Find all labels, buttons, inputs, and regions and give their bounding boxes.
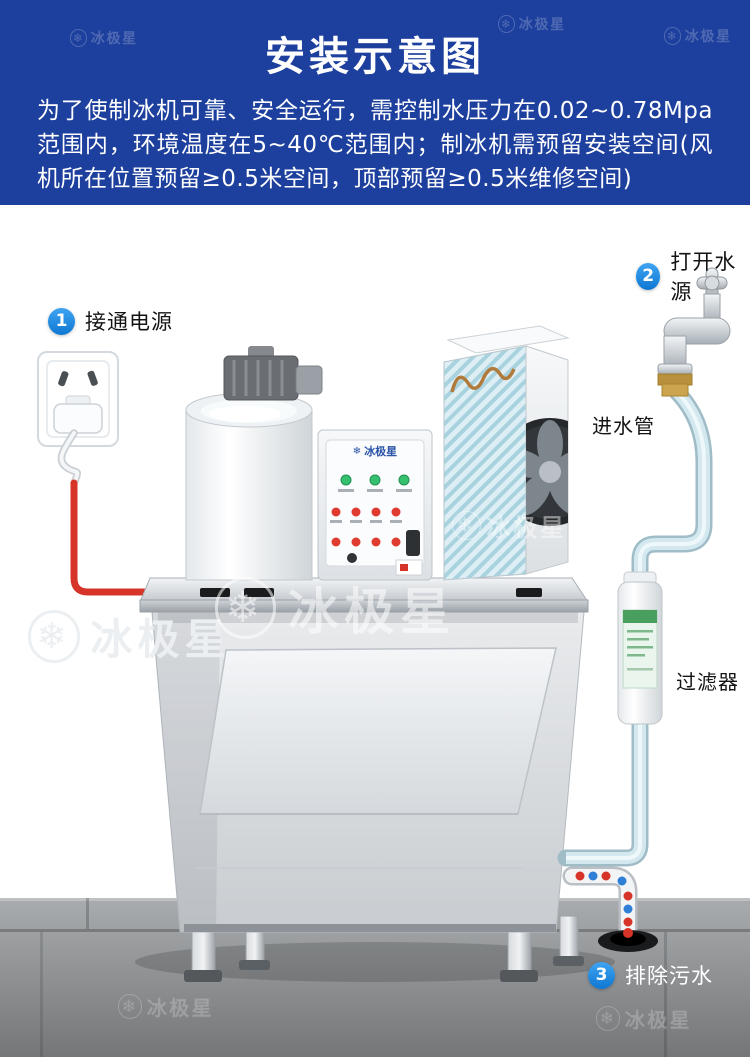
inlet-pipe (631, 383, 713, 597)
step-1-label: 接通电源 (85, 310, 173, 334)
water-filter (617, 571, 663, 725)
power-cord (57, 429, 81, 487)
step-3-label: 排除污水 (625, 964, 713, 988)
machine-legs (184, 915, 584, 982)
snowflake-icon: ❄ (352, 445, 362, 457)
inlet-pipe-label: 进水管 (592, 414, 655, 438)
faucet (657, 267, 731, 397)
step-3-number-badge: 3 (588, 961, 615, 989)
step-3-drain-waste: 3 排除污水 (588, 960, 713, 990)
control-box (317, 429, 433, 581)
control-panel-brand: ❄ 冰极星 (333, 443, 417, 459)
power-outlet (37, 351, 119, 447)
header-description: 为了使制冰机可靠、安全运行，需控制水压力在0.02~0.78Mpa范围内，环境温… (37, 98, 713, 192)
step-1-connect-power: 1 接通电源 (48, 306, 173, 336)
condenser-unit (443, 325, 570, 581)
header-banner: ❄ 冰极星 ❄ 冰极星 ❄ 冰极星 安装示意图 为了使制冰机可靠、安全运行，需控… (0, 0, 750, 205)
power-cable-red (70, 479, 172, 596)
page-title: 安装示意图 (265, 34, 485, 80)
step-2-label: 打开水源 (670, 250, 737, 304)
storage-bin (151, 611, 585, 933)
inlet-pipe-lower (557, 709, 649, 867)
auger-motor (223, 346, 323, 401)
filter-label: 过滤器 (676, 670, 739, 694)
step-1-number-badge: 1 (48, 307, 75, 335)
step-2-number-badge: 2 (636, 262, 661, 290)
floor-drain (598, 928, 658, 952)
ice-hopper-tank (185, 392, 313, 581)
step-2-open-water: 2 打开水源 (636, 246, 750, 306)
control-panel-brand-text: 冰极星 (364, 445, 398, 458)
drain-hose (562, 866, 638, 944)
copper-pipe (450, 367, 516, 393)
condenser-fan-icon (526, 418, 568, 526)
machine-deck (139, 577, 589, 613)
